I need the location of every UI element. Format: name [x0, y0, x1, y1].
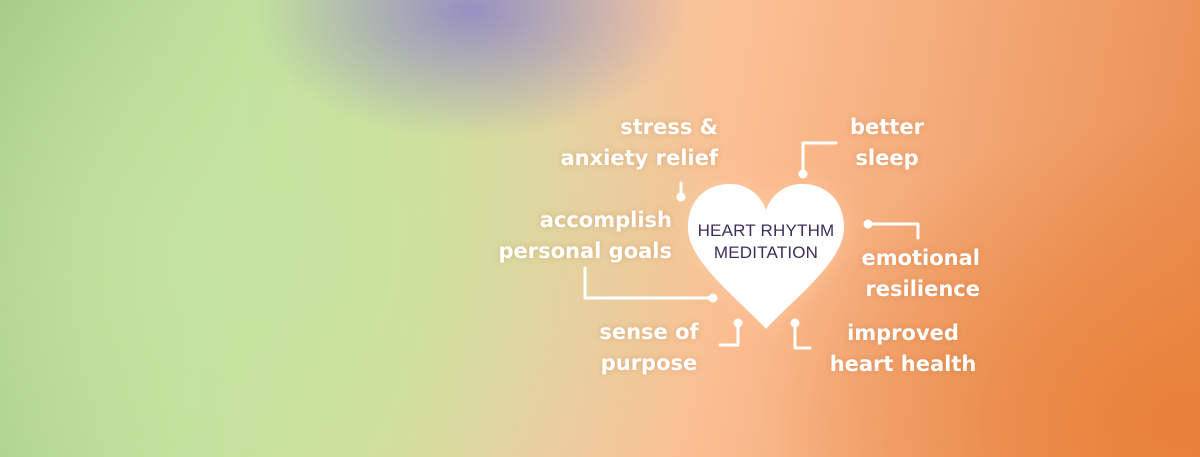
benefit-emotional-line1: emotional	[861, 246, 980, 270]
connector-emotional	[866, 222, 920, 240]
benefit-emotional: emotional resilience	[861, 243, 980, 305]
heart-title-line1: HEART RHYTHM	[697, 221, 835, 240]
benefit-stress-line2: anxiety relief	[560, 146, 718, 170]
dot-stress	[676, 192, 686, 202]
dot-purpose	[733, 318, 743, 328]
heart-title: HEART RHYTHM MEDITATION	[666, 220, 866, 264]
benefit-emotional-line2: resilience	[865, 277, 980, 301]
heart-title-line2: MEDITATION	[713, 243, 819, 262]
dot-sleep	[798, 169, 808, 179]
connector-sleep	[801, 141, 838, 176]
benefit-stress-line1: stress &	[620, 115, 718, 139]
connector-heart	[793, 321, 812, 350]
benefit-heart-health-line2: heart health	[829, 352, 977, 376]
benefit-stress: stress & anxiety relief	[560, 112, 718, 174]
benefit-heart-health-line1: improved	[847, 321, 959, 345]
benefit-goals-line2: personal goals	[498, 239, 672, 263]
dot-heart	[790, 318, 800, 328]
connector-goals	[583, 266, 715, 300]
benefit-sleep: better sleep	[832, 112, 942, 174]
benefit-purpose-line2: purpose	[600, 351, 698, 375]
heart-shape	[688, 184, 844, 329]
benefit-heart-health: improved heart health	[822, 318, 984, 380]
benefit-sleep-line2: sleep	[855, 146, 919, 170]
connector-purpose	[718, 321, 740, 347]
benefit-goals: accomplish personal goals	[498, 205, 672, 267]
benefit-sleep-line1: better	[850, 115, 924, 139]
benefit-goals-line1: accomplish	[539, 208, 672, 232]
benefit-purpose-line1: sense of	[599, 320, 699, 344]
benefit-purpose: sense of purpose	[586, 317, 712, 379]
dot-goals	[708, 293, 718, 303]
dot-emotional	[863, 219, 873, 229]
